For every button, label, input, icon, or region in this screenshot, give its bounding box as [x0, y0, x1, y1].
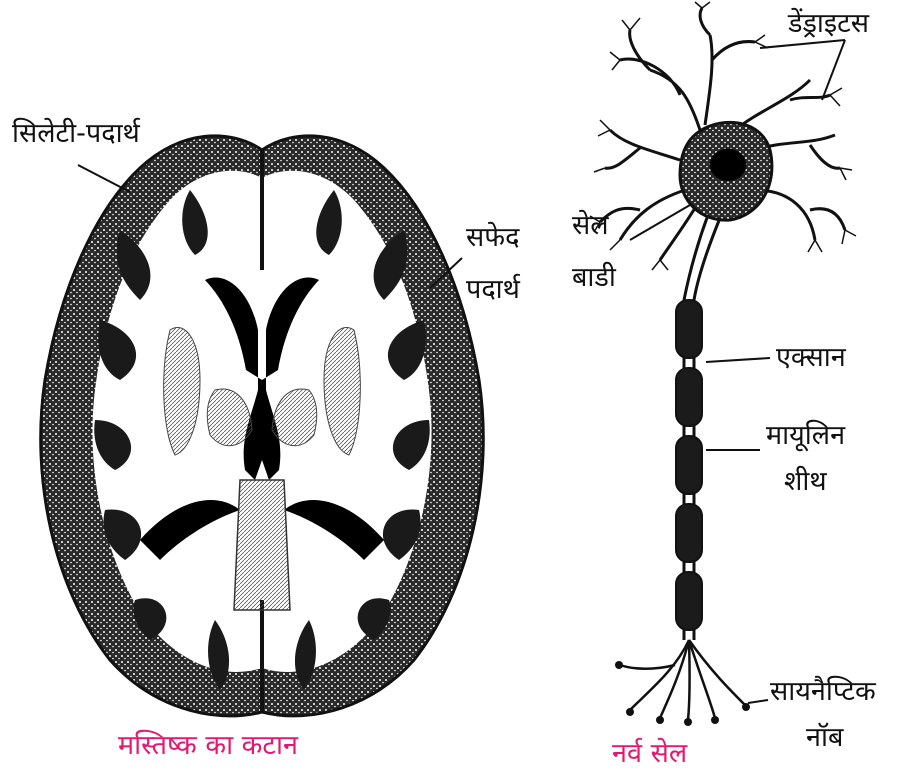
neuron-caption: नर्व सेल	[612, 738, 687, 770]
cell-body-label-line1: सेल	[572, 210, 609, 242]
synaptic-knob-label-line2: नॉब	[806, 722, 843, 754]
synaptic-knobs	[615, 661, 750, 726]
dendrites-label: डेंड्राइटस	[788, 8, 869, 40]
white-matter-label-line1: सफेद	[466, 222, 519, 254]
myelin-sheath-label-line1: मायूलिन	[766, 420, 845, 452]
midbrain	[234, 480, 290, 610]
myelin-sheath-label-line2: शीथ	[784, 466, 827, 498]
brain-caption: मस्तिष्क का कटान	[118, 730, 298, 762]
axon-terminals	[620, 640, 745, 720]
synaptic-knob-label-line1: सायनैप्टिक	[770, 676, 876, 708]
cell-body-label-line2: बाडी	[572, 262, 616, 294]
nucleus	[710, 149, 746, 181]
myelin-segments	[676, 300, 702, 630]
white-matter-label-line2: पदार्थ	[466, 274, 520, 306]
grey-matter-label: सिलेटी-पदार्थ	[12, 118, 140, 150]
axon-label: एक्सान	[776, 342, 846, 374]
grey-matter-pointer	[78, 165, 130, 192]
brain-section-drawing	[41, 136, 484, 716]
